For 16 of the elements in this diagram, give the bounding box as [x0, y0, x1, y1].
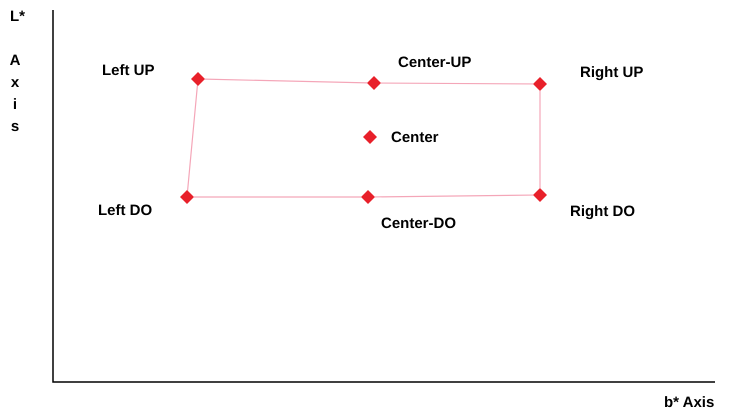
connector-line — [374, 194, 534, 198]
axis-title: Axis — [9, 51, 21, 137]
connector-line — [194, 196, 361, 198]
connector-line — [187, 85, 198, 191]
point-label: Center — [391, 129, 439, 146]
point-label: Center-UP — [398, 54, 472, 71]
connector-line — [380, 82, 534, 85]
connector-line — [539, 91, 541, 188]
axis-title: b* Axis — [664, 394, 714, 411]
point-label: Left UP — [102, 62, 154, 79]
point-label: Right DO — [570, 203, 635, 220]
axis-title: L* — [10, 8, 25, 25]
point-label: Left DO — [98, 202, 152, 219]
point-label: Center-DO — [381, 215, 456, 232]
connector-line — [204, 78, 368, 84]
point-label: Right UP — [580, 64, 644, 81]
